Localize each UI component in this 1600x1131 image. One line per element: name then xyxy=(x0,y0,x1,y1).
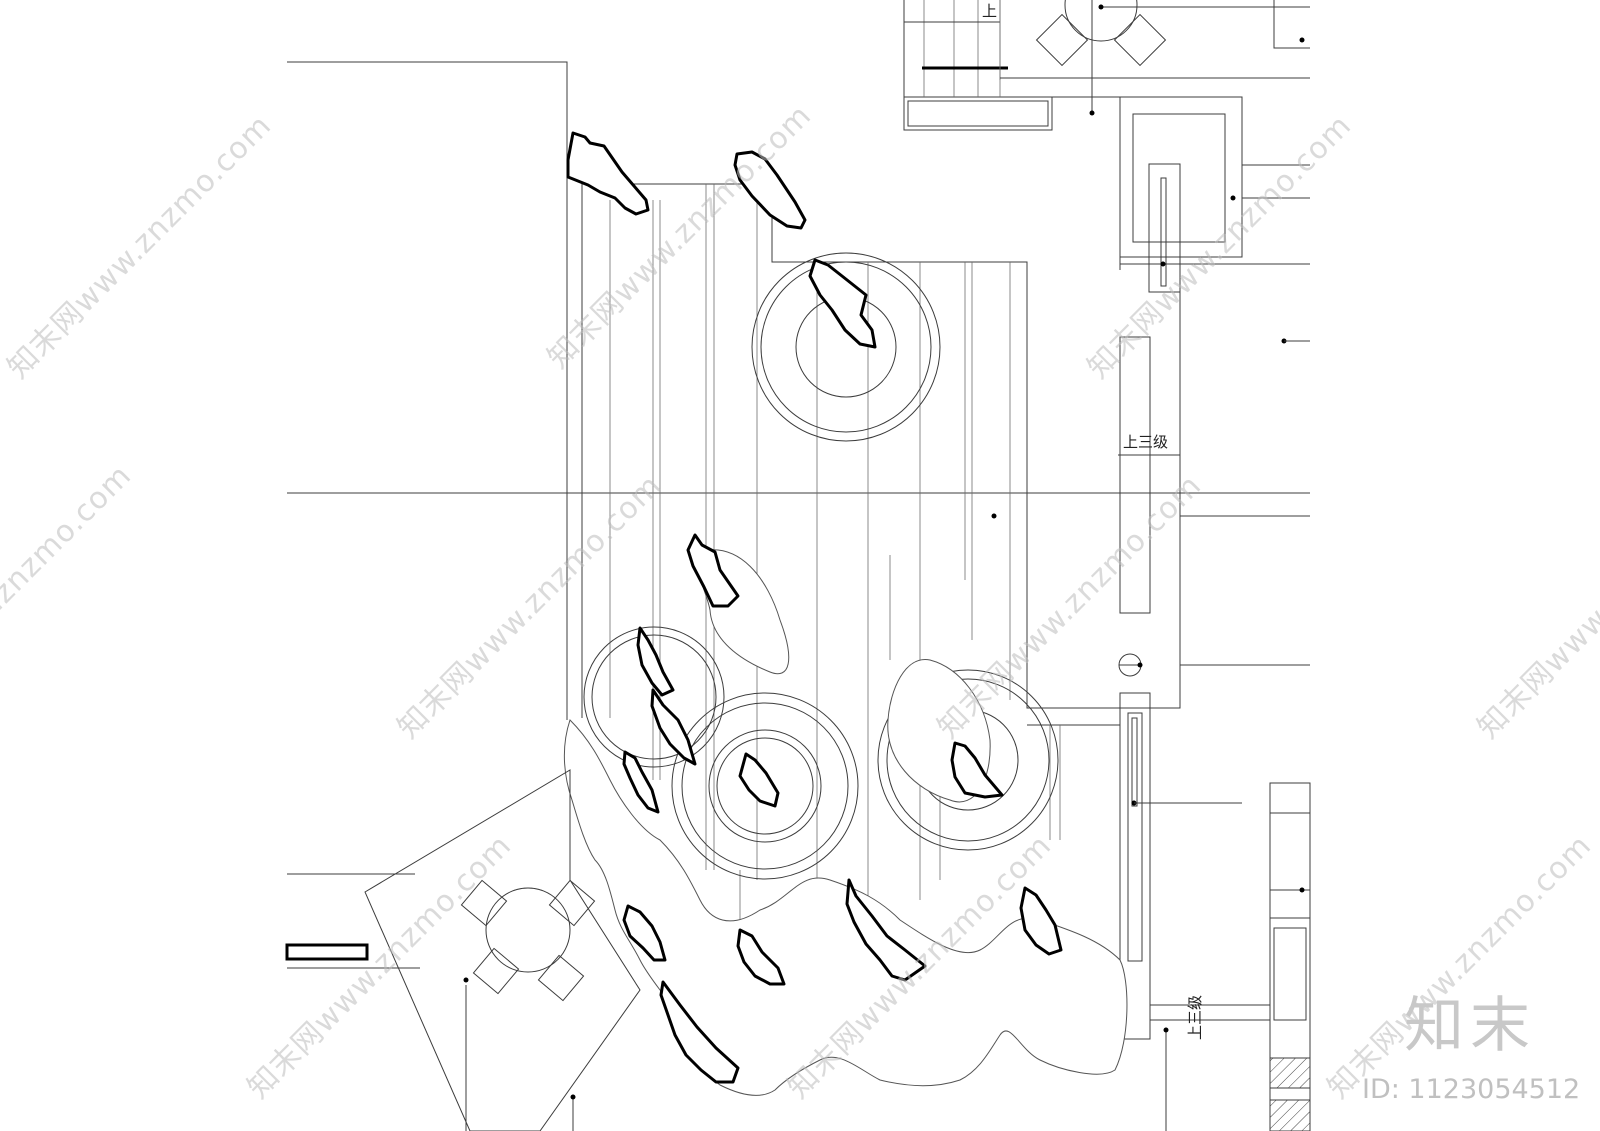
site-boundary-lines xyxy=(285,61,1310,969)
step-label-bottom: 上三级 xyxy=(1186,995,1204,1040)
watermark-text: 知末网www.znzmo.com xyxy=(0,458,138,736)
watermark-text: 知末网www.znzmo.com xyxy=(1081,108,1359,386)
top-table-set xyxy=(1000,0,1310,113)
right-edge-blocks xyxy=(1269,782,1311,1131)
watermark-text: 知末网www.znzmo.com xyxy=(241,828,519,1106)
step-label-mid: 上三级 xyxy=(1123,433,1168,451)
watermark-text: 知末网www.znzmo.com xyxy=(1471,468,1600,746)
bottom-left-table-set xyxy=(364,769,641,1131)
brand-watermark-logo: 知末 xyxy=(1404,991,1536,1061)
step-labels: 上 上三级 上三级 xyxy=(982,2,1204,1040)
watermark-text: 知末网www.znzmo.com xyxy=(931,468,1209,746)
step-label-top: 上 xyxy=(982,2,997,20)
watermark-text: 知末网www.znzmo.com xyxy=(1321,828,1599,1106)
watermark-text: 知末网www.znzmo.com xyxy=(391,468,669,746)
circular-planters xyxy=(583,252,1059,880)
image-id-label: ID: 1123054512 xyxy=(1362,1074,1581,1105)
landscape-rocks xyxy=(566,131,1063,1084)
leader-dots xyxy=(463,4,1310,1100)
watermark-text: 知末网www.znzmo.com xyxy=(1,108,279,386)
